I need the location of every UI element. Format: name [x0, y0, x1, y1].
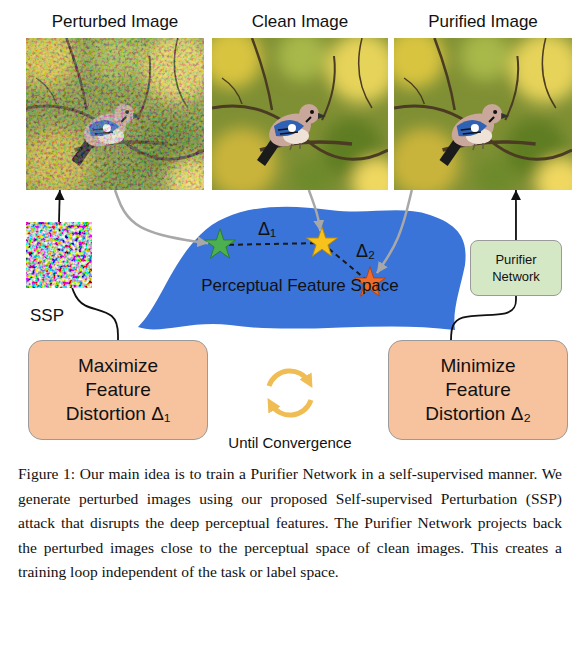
- bird-head: [482, 104, 502, 124]
- branch: [542, 38, 555, 108]
- annotation-label: Δ₁: [258, 218, 276, 240]
- feature-point: [306, 227, 337, 257]
- branch: [404, 78, 424, 104]
- noise-image: [26, 222, 92, 288]
- bird-beak: [501, 113, 509, 119]
- cycle-arrow: [269, 371, 309, 386]
- figure-caption: Figure 1: Our main idea is to train a Pu…: [18, 462, 562, 585]
- bird-stripe: [306, 117, 311, 122]
- bird-eye: [310, 110, 314, 114]
- annotation-label: Until Convergence: [200, 432, 380, 454]
- box-label: Maximize Feature Distortion Δ₁: [47, 354, 189, 426]
- connector: [72, 288, 118, 340]
- distance-line: [220, 243, 322, 245]
- image-heading: Perturbed Image: [26, 8, 204, 38]
- box-label: Minimize Feature Distortion Δ₂: [407, 354, 549, 426]
- connector: [58, 190, 61, 222]
- annotation-label: Δ₂: [356, 240, 375, 262]
- wing-patch: [471, 124, 479, 132]
- bird-feet: [290, 143, 300, 150]
- connector: [115, 190, 208, 243]
- bokeh: [510, 38, 572, 103]
- wing-patch: [288, 124, 296, 132]
- bokeh: [277, 38, 327, 81]
- image-heading: Purified Image: [394, 8, 572, 38]
- image-panel: Perturbed Image: [26, 8, 204, 190]
- perturbation-overlay: [26, 38, 204, 190]
- branch: [252, 38, 272, 110]
- branch: [322, 56, 335, 120]
- bird-eye: [493, 110, 497, 114]
- image-panel: Clean Image: [212, 8, 388, 190]
- network-box: Purifier Network: [470, 240, 562, 296]
- branch: [505, 56, 518, 120]
- objective-box: Maximize Feature Distortion Δ₁: [28, 340, 208, 440]
- feature-space-region: Perceptual Feature Space: [130, 195, 475, 335]
- bird-stripe: [489, 117, 494, 122]
- photo: [26, 38, 204, 190]
- branch: [359, 38, 372, 108]
- bokeh: [460, 38, 511, 81]
- noise-pattern: [26, 222, 92, 288]
- branch: [222, 78, 242, 104]
- bokeh: [292, 158, 332, 190]
- bird-wing: [274, 120, 304, 136]
- connector: [515, 190, 517, 240]
- bird-beak: [318, 113, 326, 119]
- bird-feet: [473, 143, 483, 150]
- bokeh: [327, 38, 388, 103]
- feature-space-shape: [130, 195, 475, 335]
- image-panel: Purified Image: [394, 8, 572, 190]
- feature-point: [204, 229, 235, 259]
- bird-wing: [457, 120, 487, 136]
- box-label: Purifier Network: [477, 251, 555, 285]
- photo-ground: [26, 38, 204, 190]
- bokeh: [352, 158, 388, 190]
- bird-head: [299, 104, 319, 124]
- perturbation-label: SSP: [26, 306, 106, 326]
- bokeh: [475, 158, 515, 190]
- region-label: Perceptual Feature Space: [200, 275, 400, 296]
- feature-space-fill: [138, 207, 466, 330]
- bokeh: [536, 158, 572, 190]
- objective-box: Minimize Feature Distortion Δ₂: [388, 340, 568, 440]
- photo: [394, 38, 572, 190]
- image-heading: Clean Image: [212, 8, 388, 38]
- photo: [212, 38, 388, 190]
- noise-patch: SSP: [26, 222, 106, 326]
- connector: [451, 296, 516, 340]
- cycle-arrow: [271, 400, 311, 415]
- branch: [434, 38, 454, 110]
